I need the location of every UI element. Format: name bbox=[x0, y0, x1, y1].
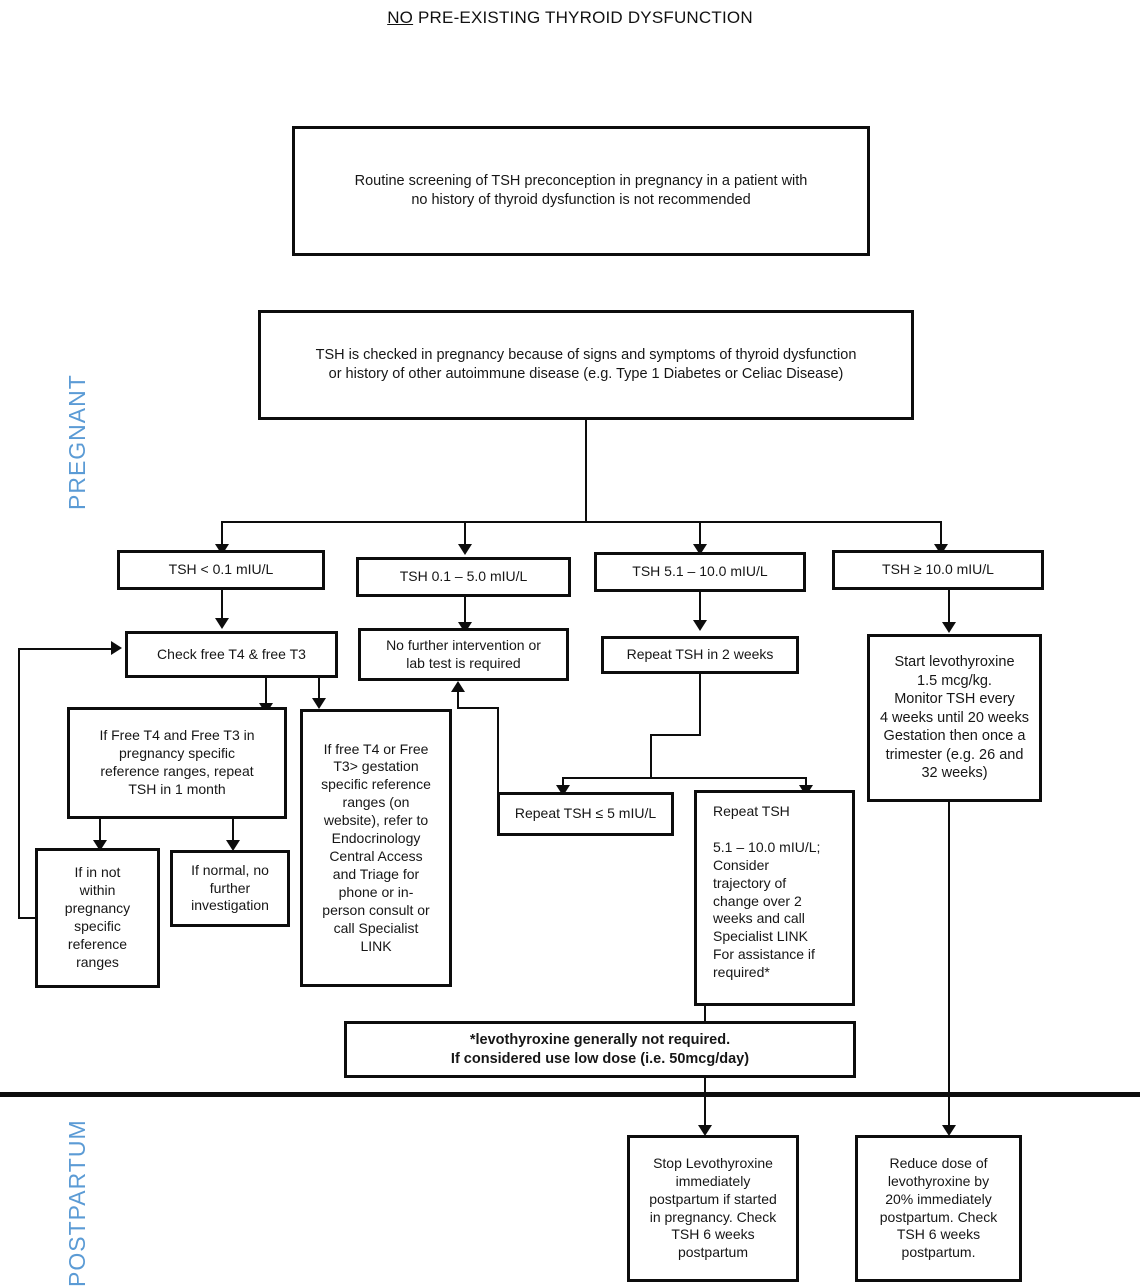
page-title-rest: PRE-EXISTING THYROID DYSFUNCTION bbox=[413, 8, 753, 27]
connector-lt01-to-check bbox=[221, 590, 223, 619]
node-repeat-tsh-5-1-to-10-consider[interactable]: Repeat TSH 5.1 – 10.0 mIU/L; Consider tr… bbox=[694, 790, 855, 1006]
arrowhead-down-2 bbox=[458, 544, 472, 555]
arrowhead-lt01-down bbox=[215, 618, 229, 629]
node-tsh-checked[interactable]: TSH is checked in pregnancy because of s… bbox=[258, 310, 914, 420]
connector-check-to-refer bbox=[318, 678, 320, 700]
connector-0150-to-nofurther bbox=[464, 597, 466, 624]
connector-repeat2w-split-bar bbox=[562, 777, 806, 779]
node-start-levothyroxine[interactable]: Start levothyroxine 1.5 mcg/kg. Monitor … bbox=[867, 634, 1042, 802]
arrowhead-down-1 bbox=[215, 544, 229, 555]
page-title-underlined: NO bbox=[387, 8, 414, 27]
connector-le5-up-horiz bbox=[457, 707, 499, 709]
connector-repeat2w-jog-down bbox=[650, 734, 652, 778]
connector-51100-to-repeat2w bbox=[699, 592, 701, 622]
node-refer-endocrinology[interactable]: If free T4 or Free T3> gestation specifi… bbox=[300, 709, 452, 987]
page-title: NO PRE-EXISTING THYROID DYSFUNCTION bbox=[0, 8, 1140, 28]
node-routine-screening[interactable]: Routine screening of TSH preconception i… bbox=[292, 126, 870, 256]
connector-footnote-to-stop-levo bbox=[704, 1078, 706, 1130]
section-label-pregnant: PREGNANT bbox=[64, 374, 90, 510]
connector-le5-up-to-box bbox=[457, 692, 459, 708]
pregnant-postpartum-divider bbox=[0, 1092, 1140, 1097]
node-stop-levothyroxine[interactable]: Stop Levothyroxine immediately postpartu… bbox=[627, 1135, 799, 1282]
section-label-postpartum: POSTPARTUM bbox=[64, 1119, 90, 1287]
node-repeat-tsh-le-5[interactable]: Repeat TSH ≤ 5 mIU/L bbox=[497, 792, 674, 836]
node-reduce-dose[interactable]: Reduce dose of levothyroxine by 20% imme… bbox=[855, 1135, 1022, 1282]
arrowhead-le5-up bbox=[451, 681, 465, 692]
node-range-ge-10-0[interactable]: TSH ≥ 10.0 mIU/L bbox=[832, 550, 1044, 590]
connector-repeat2w-stem bbox=[699, 674, 701, 735]
arrowhead-notwithin-down bbox=[93, 840, 107, 851]
connector-drop-1 bbox=[221, 521, 223, 546]
connector-drop-2 bbox=[464, 521, 466, 546]
node-if-normal-no-further[interactable]: If normal, no further investigation bbox=[170, 850, 290, 927]
connector-le5-up-vert bbox=[497, 707, 499, 795]
arrowhead-reduce-down bbox=[942, 1125, 956, 1136]
connector-stem-main bbox=[585, 420, 587, 523]
connector-start-levo-to-reduce bbox=[948, 802, 950, 1130]
connector-check-to-in-ranges bbox=[265, 678, 267, 705]
arrowhead-down-4 bbox=[934, 544, 948, 555]
arrowhead-check-right-down bbox=[312, 698, 326, 709]
node-range-0-1-to-5-0[interactable]: TSH 0.1 – 5.0 mIU/L bbox=[356, 557, 571, 597]
connector-distribute-bar bbox=[221, 521, 941, 523]
arrowhead-ifnormal-down bbox=[226, 840, 240, 851]
node-no-further-intervention[interactable]: No further intervention or lab test is r… bbox=[358, 628, 569, 681]
arrowhead-repeat-le5-down bbox=[556, 785, 570, 796]
arrowhead-ge100-down bbox=[942, 622, 956, 633]
connector-inranges-to-ifnormal bbox=[232, 819, 234, 842]
arrowhead-51100-down bbox=[693, 620, 707, 631]
connector-ge100-to-start-levo bbox=[948, 590, 950, 624]
arrowhead-stop-levo-down bbox=[698, 1125, 712, 1136]
node-not-within-ranges[interactable]: If in not within pregnancy specific refe… bbox=[35, 848, 160, 988]
arrowhead-down-3 bbox=[693, 544, 707, 555]
connector-feedback-bottom bbox=[18, 917, 36, 919]
connector-to-repeat-consider bbox=[805, 777, 807, 787]
arrowhead-0150-down bbox=[458, 622, 472, 633]
node-range-5-1-to-10-0[interactable]: TSH 5.1 – 10.0 mIU/L bbox=[594, 552, 806, 592]
node-in-ranges-repeat-1-month[interactable]: If Free T4 and Free T3 in pregnancy spec… bbox=[67, 707, 287, 819]
connector-consider-to-footnote bbox=[704, 1006, 706, 1024]
node-check-free-t4-t3[interactable]: Check free T4 & free T3 bbox=[125, 631, 338, 678]
connector-inranges-to-notwithin bbox=[99, 819, 101, 842]
arrowhead-feedback-right bbox=[111, 641, 122, 655]
node-range-lt-0-1[interactable]: TSH < 0.1 mIU/L bbox=[117, 550, 325, 590]
connector-drop-3 bbox=[699, 521, 701, 546]
node-footnote-levothyroxine[interactable]: *levothyroxine generally not required. I… bbox=[344, 1021, 856, 1078]
connector-repeat2w-jog bbox=[650, 734, 701, 736]
connector-feedback-vert bbox=[18, 648, 20, 919]
node-repeat-tsh-2-weeks[interactable]: Repeat TSH in 2 weeks bbox=[601, 636, 799, 674]
connector-drop-4 bbox=[940, 521, 942, 546]
connector-to-repeat-le5 bbox=[562, 777, 564, 787]
connector-feedback-top bbox=[18, 648, 112, 650]
